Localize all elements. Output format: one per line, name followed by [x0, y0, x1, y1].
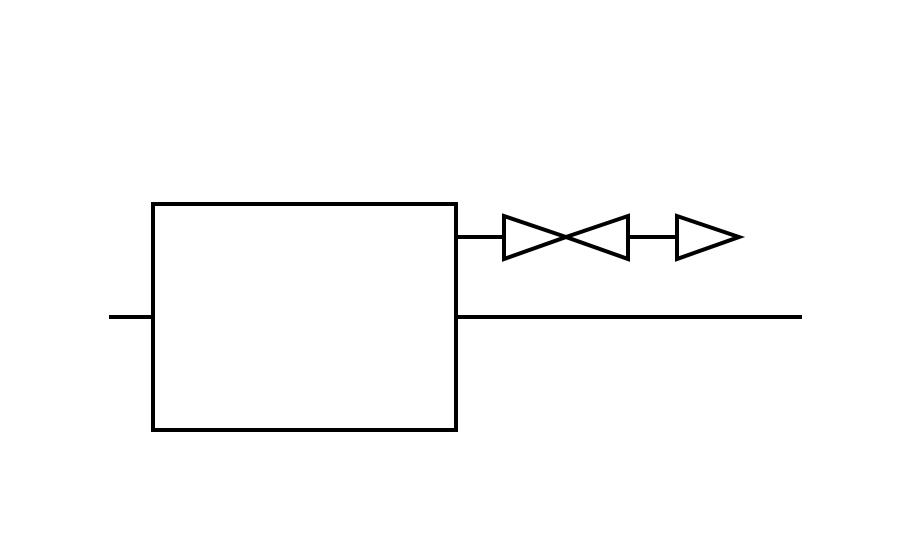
gate-valve-left-wedge — [502, 213, 573, 262]
check-arrow — [675, 213, 746, 262]
